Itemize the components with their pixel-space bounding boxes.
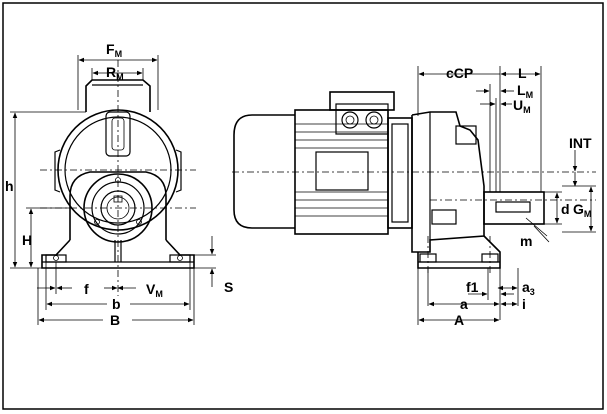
- label-LM: LM: [517, 82, 533, 100]
- dimension-labels: FM RM h H f VM S b B cCP L LM UM INT d G…: [5, 41, 592, 328]
- label-d: d: [561, 201, 570, 217]
- label-FM: FM: [106, 41, 122, 59]
- label-L: L: [518, 65, 527, 81]
- label-VM: VM: [146, 281, 163, 299]
- drawing-frame: [2, 2, 604, 410]
- label-m: m: [520, 233, 532, 249]
- label-S: S: [224, 279, 233, 295]
- label-INT: INT: [569, 135, 592, 151]
- label-GM: GM: [573, 201, 591, 219]
- side-view: [232, 91, 596, 276]
- label-B: B: [110, 312, 120, 328]
- label-A: A: [454, 312, 464, 328]
- label-H: H: [22, 232, 32, 248]
- label-b: b: [112, 296, 121, 312]
- front-view-dimensions: [10, 55, 216, 325]
- label-UM: UM: [513, 97, 531, 115]
- side-view-dimensions: [417, 66, 596, 325]
- label-h: h: [5, 178, 14, 194]
- label-a: a: [460, 296, 468, 312]
- front-view: [40, 60, 196, 296]
- label-f1: f1: [466, 279, 479, 295]
- label-i: i: [522, 296, 526, 312]
- label-f: f: [84, 281, 89, 297]
- label-RM: RM: [106, 64, 124, 82]
- label-a3: a3: [522, 279, 535, 297]
- label-cCP: cCP: [446, 65, 473, 81]
